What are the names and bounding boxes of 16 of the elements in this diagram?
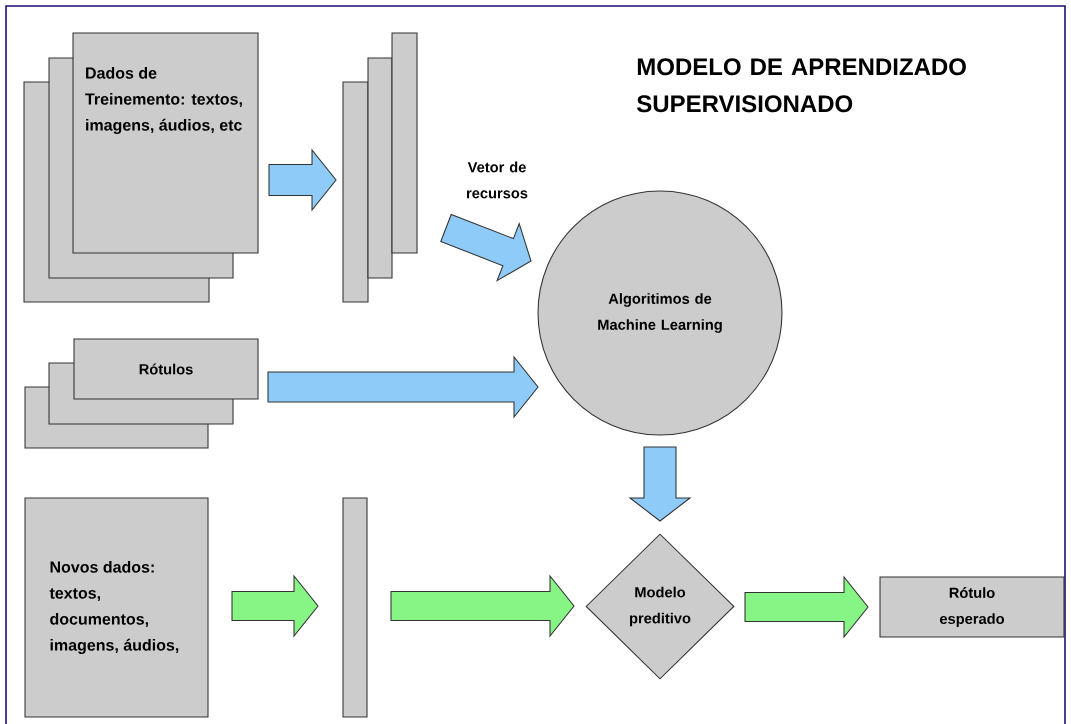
document-stack: Rótulos — [24, 338, 259, 449]
feature-vector-stack — [342, 32, 418, 303]
block-arrow — [390, 574, 575, 638]
edge-label: Vetor de recursos — [467, 161, 528, 199]
block-arrow — [440, 213, 532, 282]
block-arrow — [267, 355, 539, 419]
output-box: Rótulo esperado — [879, 576, 1065, 638]
document-box: Novos dados: textos, documentos, imagens, áudios, — [24, 497, 209, 718]
vector-bar — [342, 497, 368, 718]
block-arrow — [268, 148, 337, 212]
block-arrow — [744, 575, 869, 639]
document-stack: Dados de Treinemento: textos, imagens, áudios, etc — [23, 32, 259, 303]
block-arrow — [231, 574, 319, 638]
block-arrow — [628, 446, 692, 522]
node-label: Dados de — [86, 67, 157, 79]
title: MODELO DE APRENDIZADO SUPERVISIONADO — [636, 58, 966, 113]
